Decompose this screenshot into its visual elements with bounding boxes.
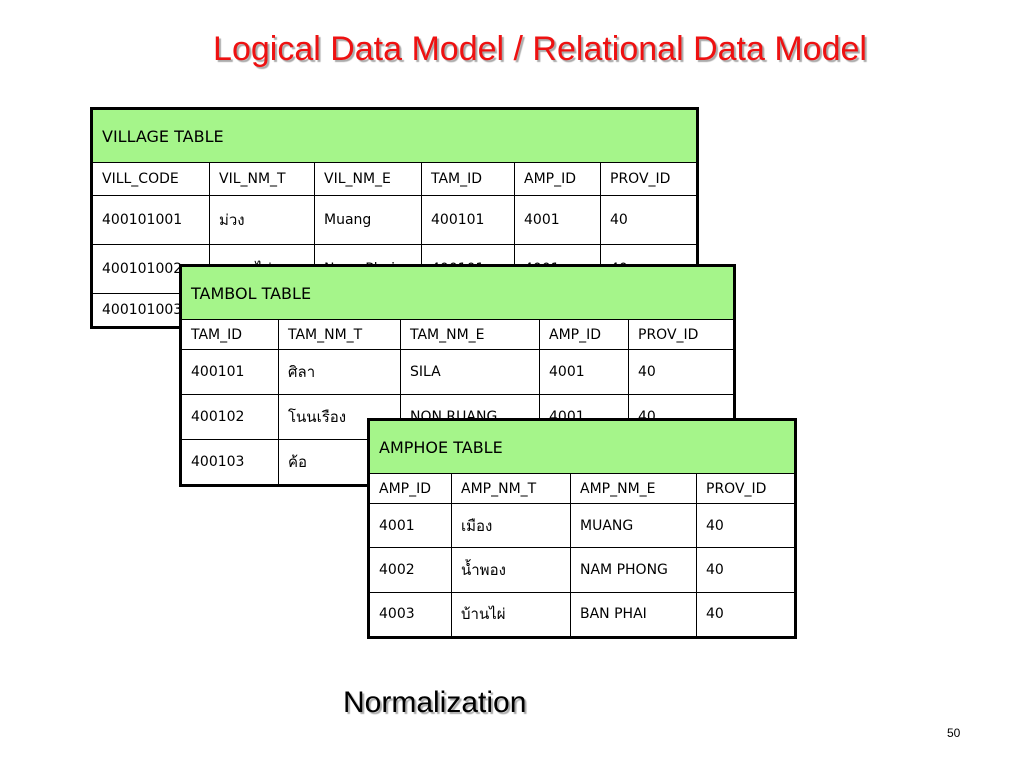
table-cell: 400101001	[92, 195, 210, 245]
table-cell: NAM PHONG	[570, 547, 697, 593]
village-table-title: VILLAGE TABLE	[92, 109, 697, 163]
table-cell: 400102	[181, 394, 279, 441]
column-header: VIL_NM_E	[314, 161, 422, 197]
column-header: TAM_ID	[421, 161, 515, 197]
page-number: 50	[947, 726, 961, 740]
table-cell: บ้านไผ่	[451, 591, 571, 638]
column-header: AMP_ID	[514, 161, 601, 197]
table-cell: Muang	[314, 195, 422, 245]
table-row: 400101 ศิลา SILA 4001 40	[181, 349, 734, 396]
column-header: TAM_NM_E	[400, 318, 540, 351]
column-header: PROV_ID	[628, 318, 734, 351]
table-cell: SILA	[400, 349, 540, 396]
table-row: 400101001 ม่วง Muang 400101 4001 40	[92, 195, 697, 245]
slide-subtitle: Normalization	[343, 686, 527, 719]
table-cell: 400101	[421, 195, 515, 245]
table-cell: 40	[696, 591, 795, 638]
column-header: TAM_NM_T	[278, 318, 401, 351]
table-cell: 4001	[539, 349, 629, 396]
column-header: AMP_ID	[369, 472, 452, 505]
table-cell: 400103	[181, 439, 279, 485]
table-cell: ม่วง	[209, 195, 315, 245]
table-header-row: AMP_ID AMP_NM_T AMP_NM_E PROV_ID	[369, 472, 795, 505]
table-cell: 4001	[514, 195, 601, 245]
column-header: AMP_NM_T	[451, 472, 571, 505]
table-cell: น้ำพอง	[451, 547, 571, 593]
table-header-row: VILL_CODE VIL_NM_T VIL_NM_E TAM_ID AMP_I…	[92, 161, 697, 197]
column-header: VILL_CODE	[92, 161, 210, 197]
column-header: VIL_NM_T	[209, 161, 315, 197]
slide-title: Logical Data Model / Relational Data Mod…	[213, 30, 867, 68]
table-cell: 40	[628, 349, 734, 396]
table-cell: 40	[696, 547, 795, 593]
table-row: 4002 น้ำพอง NAM PHONG 40	[369, 547, 795, 593]
table-cell: 40	[600, 195, 697, 245]
table-row: 4001 เมือง MUANG 40	[369, 503, 795, 549]
amphoe-table: AMPHOE TABLE AMP_ID AMP_NM_T AMP_NM_E PR…	[367, 418, 797, 639]
table-cell: 40	[696, 503, 795, 549]
table-cell: 4001	[369, 503, 452, 549]
table-row: 4003 บ้านไผ่ BAN PHAI 40	[369, 591, 795, 638]
table-cell: BAN PHAI	[570, 591, 697, 638]
column-header: AMP_NM_E	[570, 472, 697, 505]
column-header: PROV_ID	[600, 161, 697, 197]
tambol-table: TAMBOL TABLE TAM_ID TAM_NM_T TAM_NM_E AM…	[179, 264, 736, 487]
column-header: TAM_ID	[181, 318, 279, 351]
amphoe-table-title: AMPHOE TABLE	[369, 420, 795, 474]
table-cell: เมือง	[451, 503, 571, 549]
table-header-row: TAM_ID TAM_NM_T TAM_NM_E AMP_ID PROV_ID	[181, 318, 734, 351]
table-cell: 4002	[369, 547, 452, 593]
table-cell: ศิลา	[278, 349, 401, 396]
table-cell: 400101	[181, 349, 279, 396]
table-cell: 4003	[369, 591, 452, 638]
column-header: PROV_ID	[696, 472, 795, 505]
column-header: AMP_ID	[539, 318, 629, 351]
table-cell: MUANG	[570, 503, 697, 549]
tambol-table-title: TAMBOL TABLE	[181, 266, 734, 320]
